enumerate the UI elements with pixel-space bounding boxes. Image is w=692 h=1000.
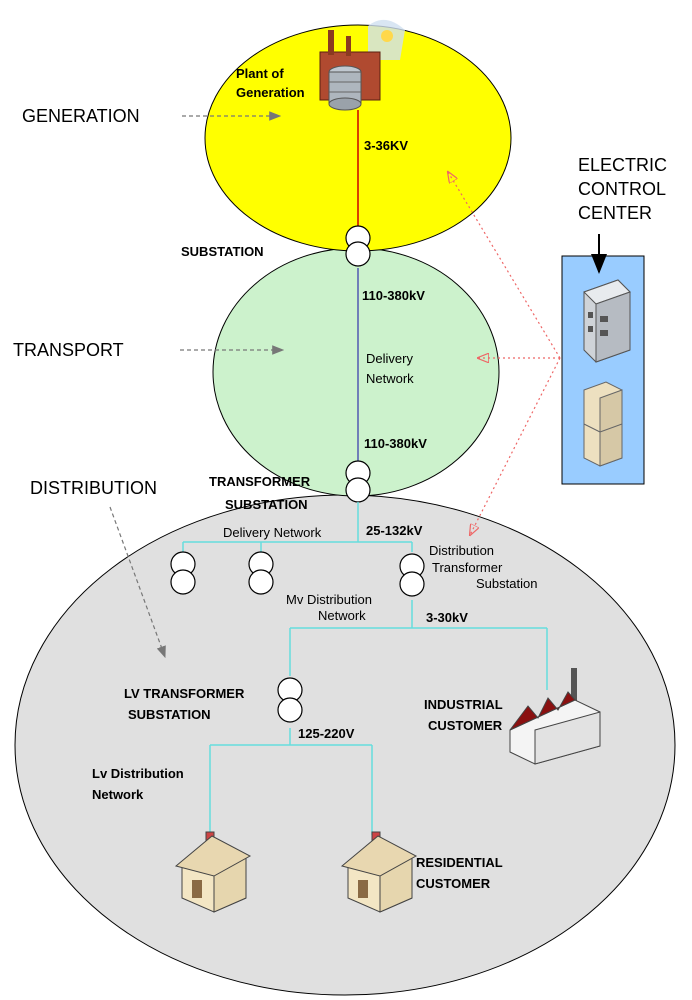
control-center-label-1: ELECTRIC	[578, 155, 667, 175]
voltage-delivery: 25-132kV	[366, 523, 423, 538]
dts-label-2: Transformer	[432, 560, 503, 575]
plant-label-2: Generation	[236, 85, 305, 100]
voltage-mv: 3-30kV	[426, 610, 468, 625]
delivery-network-dist-label: Delivery Network	[223, 525, 322, 540]
distribution-transformer-icon-1	[170, 551, 196, 595]
lv-transformer-icon	[277, 677, 303, 723]
distribution-label: DISTRIBUTION	[30, 478, 157, 498]
dts-label-3: Substation	[476, 576, 537, 591]
distribution-lines	[182, 502, 548, 835]
mv-network-label-2: Network	[318, 608, 366, 623]
lv-network-label-2: Network	[92, 787, 144, 802]
delivery-network-label-2: Network	[366, 371, 414, 386]
voltage-transport-bottom: 110-380kV	[364, 436, 427, 451]
factory-icon	[509, 668, 601, 765]
storage-cabinet-icon	[583, 381, 623, 467]
transport-label: TRANSPORT	[13, 340, 124, 360]
transformer-substation-label-1: TRANSFORMER	[209, 474, 311, 489]
distribution-transformer-icon-3	[399, 553, 425, 597]
server-icon	[583, 279, 631, 363]
industrial-label-2: CUSTOMER	[428, 718, 503, 733]
control-center-label-3: CENTER	[578, 203, 652, 223]
substation-transformer-icon	[345, 225, 371, 267]
transport-region	[212, 247, 500, 497]
substation-label: SUBSTATION	[181, 244, 264, 259]
lv-network-label-1: Lv Distribution	[92, 766, 184, 781]
transformer-substation-icon	[345, 460, 371, 503]
house-icon-left	[174, 831, 252, 913]
residential-label-1: RESIDENTIAL	[416, 855, 503, 870]
voltage-generation: 3-36KV	[364, 138, 408, 153]
mv-network-label-1: Mv Distribution	[286, 592, 372, 607]
plant-label-1: Plant of	[236, 66, 284, 81]
delivery-network-label-1: Delivery	[366, 351, 413, 366]
residential-label-2: CUSTOMER	[416, 876, 491, 891]
power-plant-icon	[319, 19, 405, 111]
transformer-substation-label-2: SUBSTATION	[225, 497, 308, 512]
dts-label-1: Distribution	[429, 543, 494, 558]
lv-transformer-label-2: SUBSTATION	[128, 707, 211, 722]
lv-transformer-label-1: LV TRANSFORMER	[124, 686, 245, 701]
distribution-transformer-icon-2	[248, 551, 274, 595]
voltage-transport-top: 110-380kV	[362, 288, 425, 303]
house-icon-right	[340, 831, 418, 913]
industrial-label-1: INDUSTRIAL	[424, 697, 503, 712]
control-arrows	[448, 172, 561, 535]
distribution-arrow	[109, 506, 166, 659]
control-center-label-2: CONTROL	[578, 179, 666, 199]
generation-label: GENERATION	[22, 106, 140, 126]
voltage-lv: 125-220V	[298, 726, 355, 741]
